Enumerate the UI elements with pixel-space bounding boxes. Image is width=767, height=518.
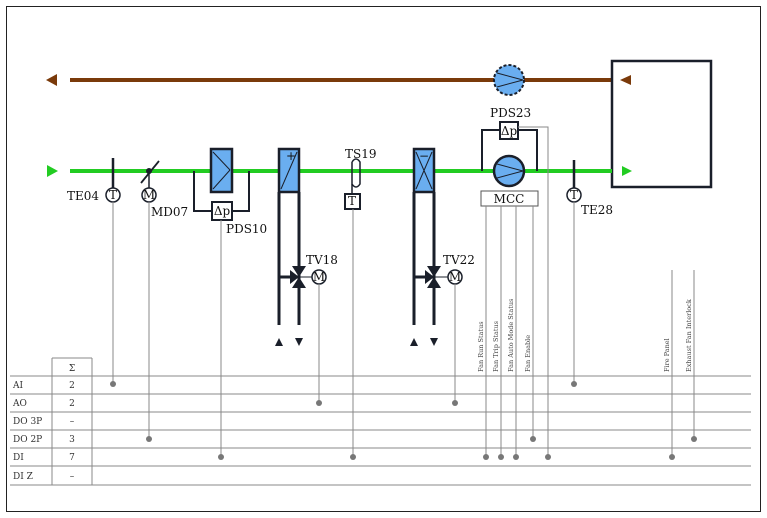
frost-thermostat-ts19[interactable]: T TS19 bbox=[344, 147, 377, 210]
extract-air-duct bbox=[46, 64, 631, 96]
sum-header: Σ bbox=[69, 364, 75, 374]
t-symbol: T bbox=[348, 194, 356, 208]
te04-label: TE04 bbox=[67, 189, 99, 203]
mcc-label: MCC bbox=[494, 192, 525, 206]
damper-md07[interactable]: M MD07 bbox=[140, 160, 188, 219]
io-count: 3 bbox=[69, 435, 75, 445]
cooling-coil[interactable]: − M TV22 bbox=[410, 147, 475, 346]
dp-symbol: Δp bbox=[501, 124, 518, 138]
io-type: DI Z bbox=[13, 472, 33, 482]
io-count: – bbox=[70, 417, 75, 427]
extract-arrow-in-icon bbox=[620, 75, 631, 85]
dp-symbol: Δp bbox=[214, 204, 231, 218]
io-count: 2 bbox=[69, 399, 75, 409]
fan-enable-label: Fan Enable bbox=[524, 335, 532, 372]
room-box bbox=[610, 59, 713, 189]
fire-panel-label: Fire Panel bbox=[663, 338, 671, 372]
exhaust-fan bbox=[493, 64, 525, 96]
m-symbol: M bbox=[449, 270, 461, 284]
md07-label: MD07 bbox=[151, 205, 188, 219]
minus-sign: − bbox=[419, 149, 429, 163]
status-labels: Fan Run Status Fan Trip Status Fan Auto … bbox=[477, 299, 693, 372]
flow-up-icon bbox=[275, 338, 283, 346]
m-symbol: M bbox=[143, 188, 155, 202]
io-type: DO 2P bbox=[13, 435, 42, 445]
io-type: AI bbox=[12, 381, 23, 391]
io-count: 2 bbox=[69, 381, 75, 391]
flow-down-icon bbox=[430, 338, 438, 346]
io-type: DO 3P bbox=[13, 417, 42, 427]
fan-trip-label: Fan Trip Status bbox=[492, 321, 500, 372]
tv22-label: TV22 bbox=[443, 253, 475, 267]
signal-dots bbox=[110, 381, 697, 460]
te28-label: TE28 bbox=[581, 203, 613, 217]
fan-auto-label: Fan Auto Mode Status bbox=[507, 299, 515, 372]
io-type: DI bbox=[13, 453, 24, 463]
heating-coil[interactable]: + M TV18 bbox=[275, 147, 338, 346]
supply-air-duct bbox=[47, 165, 632, 177]
io-count: – bbox=[70, 472, 75, 482]
io-count: 7 bbox=[69, 453, 75, 463]
pds10-label: PDS10 bbox=[226, 222, 267, 236]
supply-arrow-in-icon bbox=[622, 166, 632, 176]
m-symbol: M bbox=[313, 270, 325, 284]
ts19-label: TS19 bbox=[345, 147, 377, 161]
exhaust-interlock-label: Exhaust Fan Interlock bbox=[685, 299, 693, 372]
flow-down-icon bbox=[295, 338, 303, 346]
signal-lines bbox=[112, 126, 695, 457]
fan-run-label: Fan Run Status bbox=[477, 321, 485, 372]
t-symbol: T bbox=[570, 188, 578, 202]
sensor-te04[interactable]: T TE04 bbox=[67, 158, 121, 203]
drawing-frame bbox=[6, 6, 761, 512]
io-type: AO bbox=[12, 399, 27, 409]
extract-arrow-left-icon bbox=[46, 74, 57, 86]
supply-fan[interactable]: Δp PDS23 MCC bbox=[480, 106, 539, 207]
pds23-label: PDS23 bbox=[490, 106, 531, 120]
t-symbol: T bbox=[109, 188, 117, 202]
plus-sign: + bbox=[286, 149, 296, 163]
supply-arrow-right-icon bbox=[47, 165, 58, 177]
flow-up-icon bbox=[410, 338, 418, 346]
sensor-te28[interactable]: T TE28 bbox=[566, 160, 613, 217]
tv18-label: TV18 bbox=[306, 253, 338, 267]
io-table: Σ AI 2 AO 2 DO 3P – DO 2P 3 DI 7 DI Z – bbox=[10, 357, 751, 486]
filter-pds10[interactable]: Δp PDS10 bbox=[193, 147, 267, 236]
